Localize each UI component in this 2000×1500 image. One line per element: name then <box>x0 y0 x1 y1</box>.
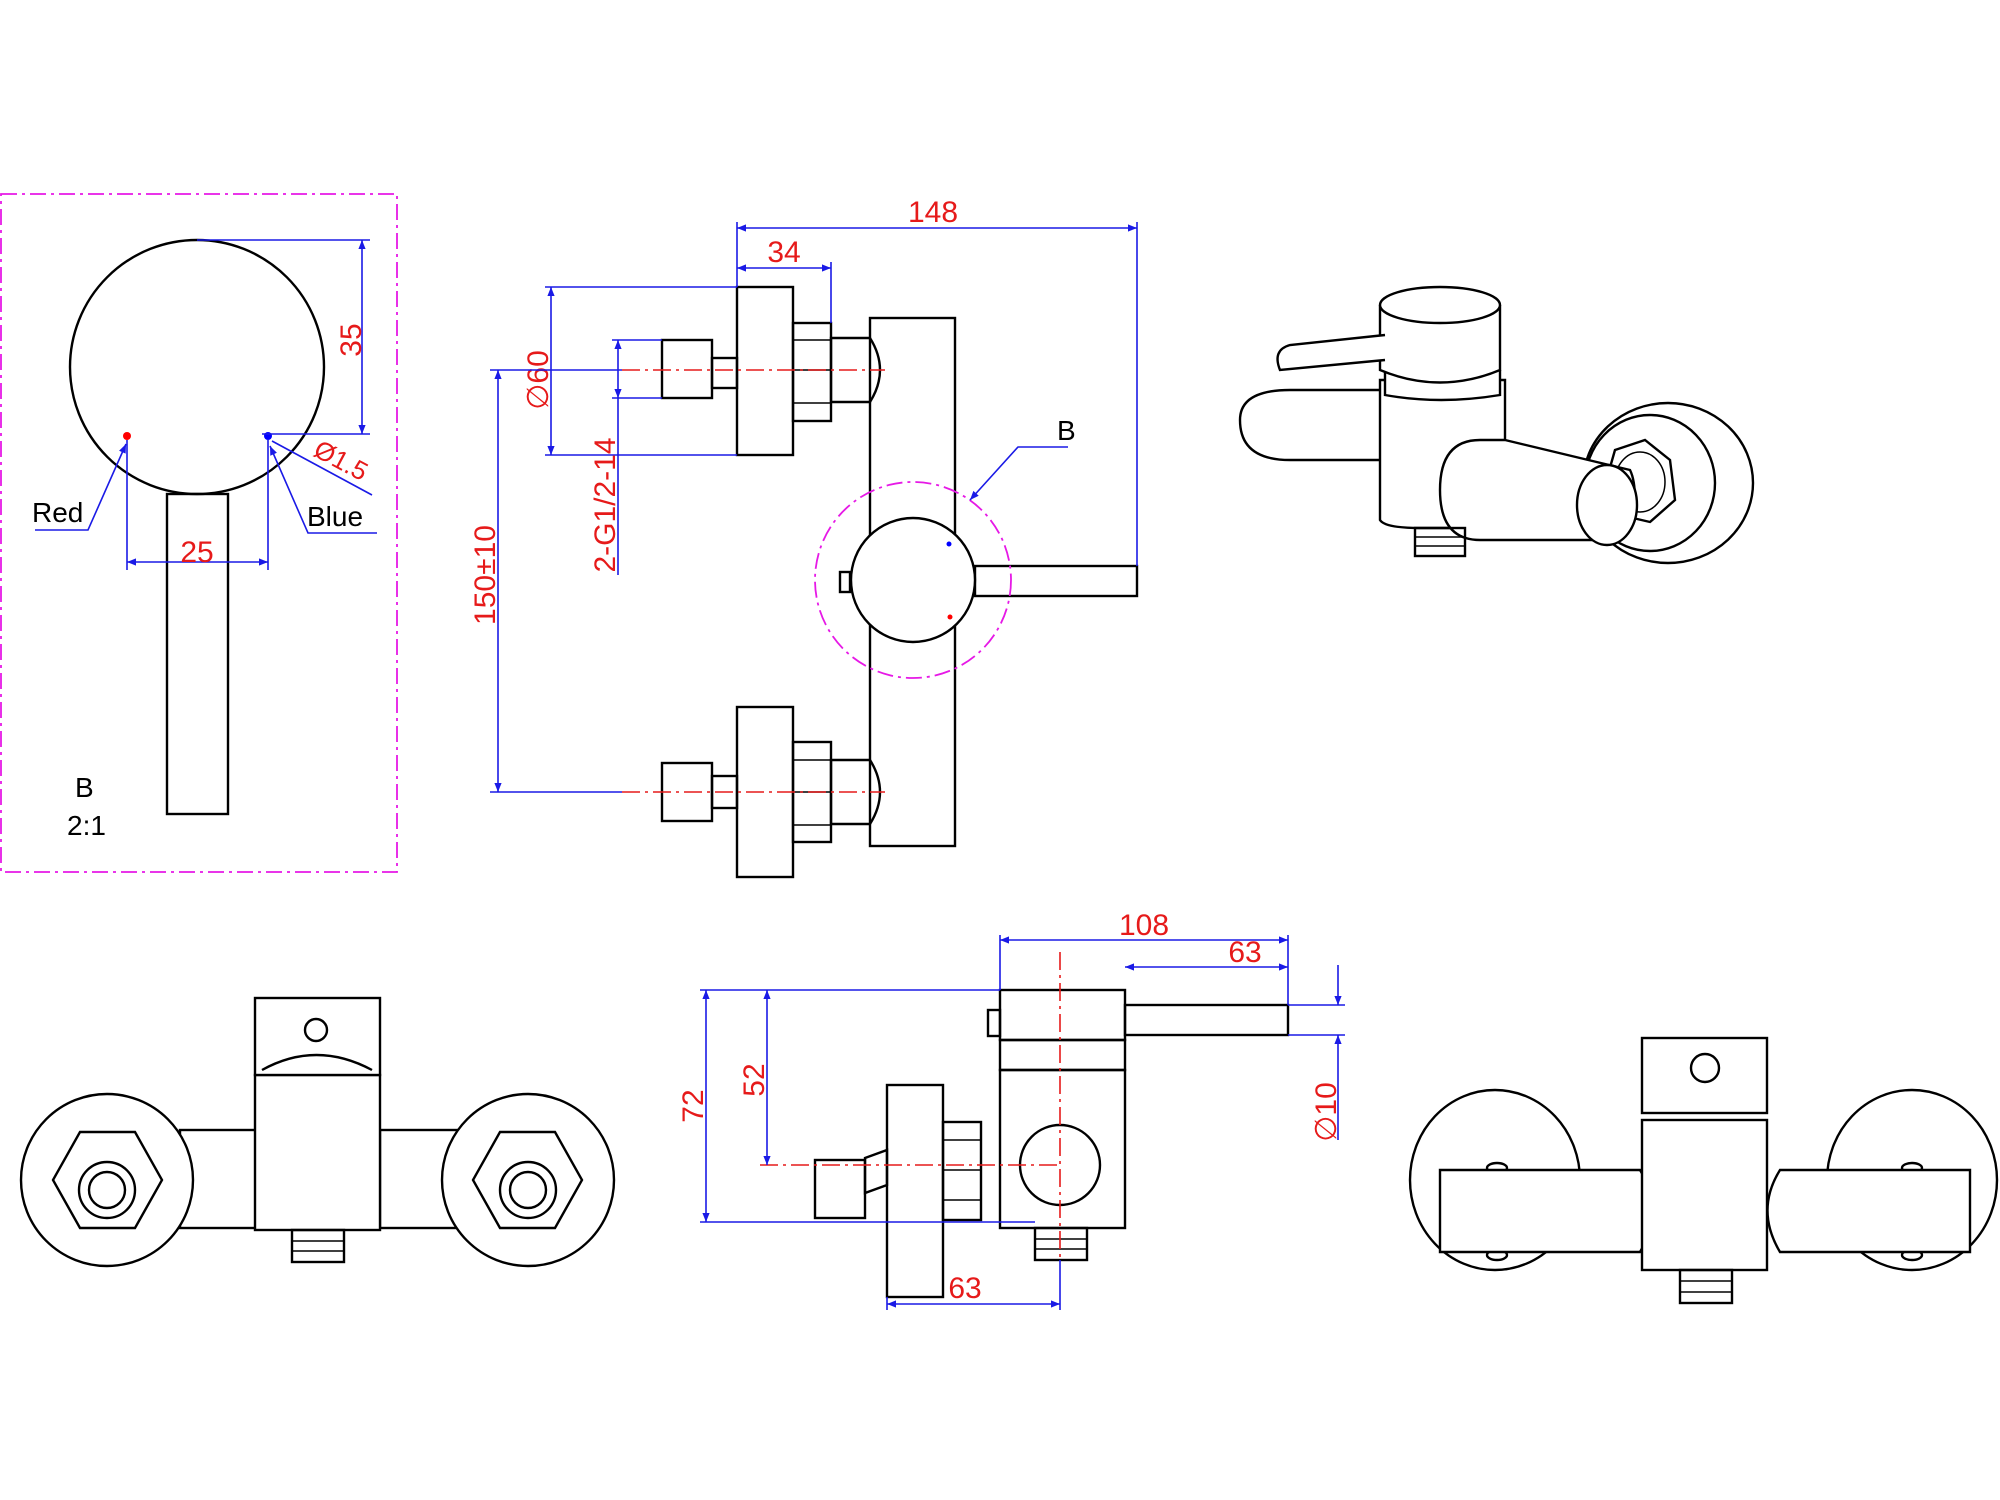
dim-63-top: 63 <box>1228 936 1261 969</box>
back-left-pipe-inner <box>87 1170 127 1210</box>
back-cap-dome <box>261 1053 373 1072</box>
back-right-rosette <box>440 1092 616 1268</box>
iso-handle-cylinder <box>1378 305 1502 384</box>
front-handle-stop <box>838 570 852 594</box>
side-wall-flange <box>885 1083 945 1299</box>
upper-wall-flange <box>735 285 795 457</box>
detail-scale: 2:1 <box>67 810 106 841</box>
back-view <box>19 996 616 1268</box>
back-cap-hole <box>303 1017 329 1043</box>
iso-arm-end <box>1575 463 1639 547</box>
detail-b-callout-circle <box>814 481 1012 679</box>
detail-b-frame <box>0 193 398 873</box>
side-eccentric <box>863 1148 889 1195</box>
upper-coupling <box>829 336 882 404</box>
upper-inlet-pipe <box>660 338 714 400</box>
front-view: 148 34 ∅60 2-G1/2-14 150±10 B <box>469 196 1139 879</box>
back-body <box>253 1073 382 1232</box>
callout-b-label: B <box>1057 415 1076 446</box>
detail-view-label: B <box>75 772 94 803</box>
dim-thread-spec: 2-G1/2-14 <box>589 437 622 572</box>
side-cartridge <box>998 1038 1127 1072</box>
back-left-pipe-outer <box>77 1160 137 1220</box>
back-right-pipe-inner <box>508 1170 548 1210</box>
side-lever <box>1123 1003 1290 1037</box>
detail-lever <box>165 492 230 816</box>
label-red: Red <box>32 497 83 528</box>
front-red-dot <box>947 614 953 620</box>
detail-handle-cap <box>68 238 326 496</box>
back-right-pipe-outer <box>498 1160 558 1220</box>
upper-nut <box>791 321 833 423</box>
label-blue: Blue <box>307 501 363 532</box>
iso-outlet-thread <box>1413 526 1467 558</box>
side-handle-knob <box>986 1008 1002 1038</box>
dim-52: 52 <box>738 1063 771 1096</box>
dim-35: 35 <box>335 323 368 356</box>
front-handle-cap <box>849 516 977 644</box>
side-nut <box>941 1120 983 1222</box>
back-left-rosette <box>19 1092 195 1268</box>
back-left-hex <box>51 1130 164 1230</box>
elev-outlet-thread <box>1678 1268 1734 1305</box>
side-view: 108 63 72 52 ∅10 63 <box>677 909 1345 1310</box>
front-elevation-view <box>1408 1036 1999 1305</box>
elev-body <box>1640 1118 1769 1272</box>
iso-lever <box>1276 333 1386 372</box>
upper-eccentric <box>710 356 739 390</box>
elev-right-arm <box>1766 1168 1972 1254</box>
dim-diameter-10: ∅10 <box>1310 1082 1343 1142</box>
elev-left-arm <box>1438 1168 1654 1254</box>
isometric-view <box>1238 285 1755 565</box>
iso-handle-top <box>1378 285 1502 325</box>
dim-63-bottom: 63 <box>948 1272 981 1305</box>
dim-spacing-150: 150±10 <box>469 525 502 625</box>
dim-108: 108 <box>1119 909 1169 942</box>
back-right-hex <box>471 1130 584 1230</box>
dim-72: 72 <box>677 1089 710 1122</box>
dim-148: 148 <box>908 196 958 229</box>
dim-25: 25 <box>180 536 213 569</box>
lower-coupling <box>829 758 882 826</box>
elev-cap <box>1640 1036 1769 1115</box>
side-outlet-thread <box>1033 1226 1089 1262</box>
front-lever <box>973 564 1139 598</box>
side-inlet-pipe <box>813 1158 867 1220</box>
iso-left-arm <box>1238 388 1380 462</box>
side-handle-cap <box>998 988 1127 1042</box>
back-outlet-thread <box>290 1228 346 1264</box>
dim-34: 34 <box>767 236 800 269</box>
front-blue-dot <box>946 541 952 547</box>
elev-cap-hole <box>1689 1052 1721 1084</box>
red-marker-dot <box>123 432 131 440</box>
detail-b-view: 35 Ø1.5 25 Red Blue B 2:1 <box>0 193 398 873</box>
dim-diameter-60: ∅60 <box>522 350 555 410</box>
